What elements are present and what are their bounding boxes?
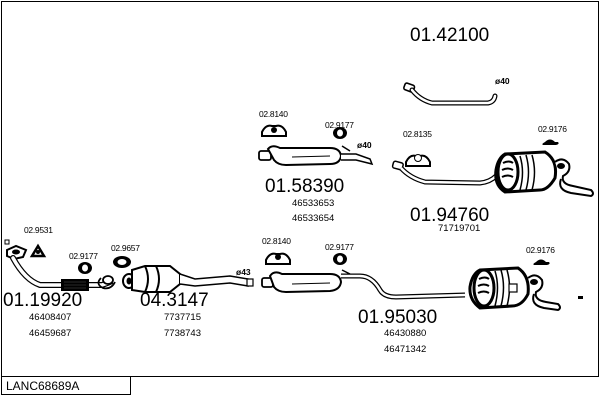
- rubber-mount-icon: [333, 253, 347, 265]
- middle-silencer-b-group[interactable]: 02.8140 02.9177 01.95030 46430880 464713…: [261, 236, 466, 355]
- part-number[interactable]: 01.42100: [410, 25, 489, 46]
- oem-number: 71719701: [438, 223, 480, 234]
- pipe-diameter-label: ø40: [357, 140, 372, 150]
- tail-pipe-group[interactable]: 01.42100 ø40: [403, 25, 510, 106]
- clamp-icon: [97, 277, 116, 290]
- accessory-label[interactable]: 02.9177: [69, 251, 98, 261]
- rubber-hanger-icon: [533, 259, 550, 265]
- rubber-hanger-icon: [542, 139, 559, 145]
- silencer-body: [268, 271, 343, 294]
- oem-number: 46533654: [292, 213, 334, 224]
- pipe-end-flange-icon: [102, 275, 114, 285]
- accessory-label[interactable]: 02.9177: [325, 242, 354, 252]
- oem-number: 46533653: [292, 198, 334, 209]
- oem-number: 7737715: [164, 312, 201, 323]
- flange-hole-icon: [12, 249, 20, 255]
- accessory-label[interactable]: 02.8140: [262, 236, 291, 246]
- oem-number: 7738743: [164, 328, 201, 339]
- outlet-pipe: [554, 158, 594, 198]
- silencer-outlet-pipe: [341, 153, 374, 166]
- accessory-label[interactable]: 02.9176: [526, 245, 555, 255]
- middle-silencer-a-group[interactable]: 02.8140 02.9177 ø40 01.58390 46533653 46…: [258, 109, 374, 224]
- catalyst-group[interactable]: 02.9657 ø43 04.3147 7737715 7738743: [97, 243, 254, 339]
- silencer-body: [266, 145, 343, 167]
- rear-silencer-b-group[interactable]: 02.9176: [468, 245, 583, 312]
- part-number[interactable]: 01.94760: [410, 205, 489, 226]
- oem-number: 46408407: [29, 312, 71, 323]
- part-number[interactable]: 01.95030: [358, 307, 437, 328]
- rubber-mount-icon: [78, 262, 92, 274]
- accessory-label[interactable]: 02.8140: [259, 109, 288, 119]
- accessory-label[interactable]: 02.9176: [538, 124, 567, 134]
- rear-silencer-a-group[interactable]: 02.8135 02.9176 01.94760 71719701: [391, 124, 594, 234]
- pipe-end-icon: [578, 296, 583, 299]
- catalyst-body: [131, 265, 181, 293]
- accessory-label[interactable]: 02.9177: [325, 120, 354, 130]
- diagram-frame: [1, 1, 599, 377]
- oem-number: 46459687: [29, 328, 71, 339]
- oem-number: 46430880: [384, 328, 426, 339]
- diagram-id-label: LANC68689A: [1, 376, 131, 395]
- part-number[interactable]: 04.3147: [140, 290, 209, 311]
- accessory-label[interactable]: 02.8135: [403, 129, 432, 139]
- part-number[interactable]: 01.58390: [265, 176, 344, 197]
- part-number[interactable]: 01.19920: [3, 290, 82, 311]
- connecting-pipe: [341, 273, 466, 300]
- oem-number: 46471342: [384, 344, 426, 355]
- front-pipe-group[interactable]: 02.9531 02.9177 01.19920 46408407 464596…: [3, 225, 114, 339]
- pipe-diameter-label: ø43: [236, 267, 251, 277]
- pipe-diameter-label: ø40: [495, 76, 510, 86]
- accessory-label[interactable]: 02.9657: [111, 243, 140, 253]
- inlet-pipe: [399, 166, 498, 186]
- bolt-icon: [4, 239, 10, 245]
- accessory-label[interactable]: 02.9531: [24, 225, 53, 235]
